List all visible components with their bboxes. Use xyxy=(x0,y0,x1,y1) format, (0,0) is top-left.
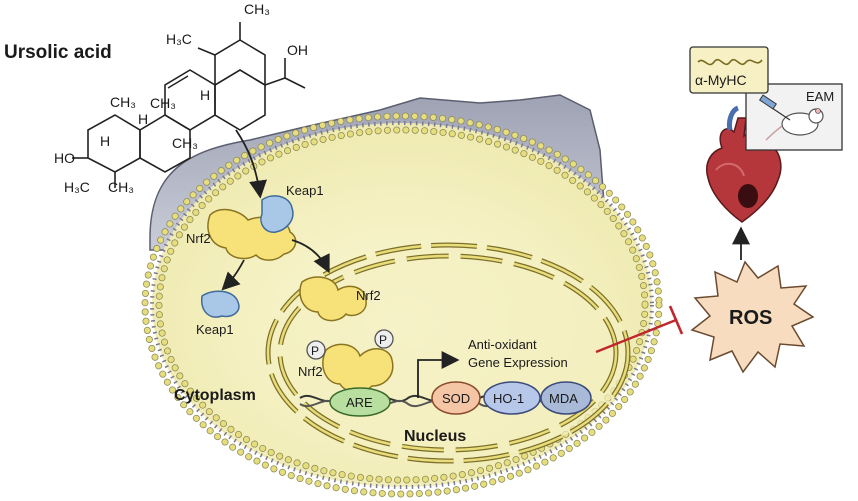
free-keap1-label: Keap1 xyxy=(196,322,234,337)
arrow-compound-to-complex xyxy=(235,129,267,199)
nuclear-nrf2-label: Nrf2 xyxy=(298,364,323,379)
atom-h-2: H xyxy=(138,111,148,127)
myhc-box xyxy=(689,46,769,94)
cytoplasm-label: Cytoplasm xyxy=(174,387,256,404)
keap1-bound-shape xyxy=(260,195,294,233)
expression-line-2: Gene Expression xyxy=(468,355,568,370)
phosphate-b-label: P xyxy=(379,333,387,347)
myhc-trace xyxy=(697,58,763,66)
atom-ch3-bottom: CH₃ xyxy=(108,179,134,195)
atom-ch3-a: CH₃ xyxy=(110,94,136,110)
phosphate-a xyxy=(306,340,326,360)
mda-label: MDA xyxy=(549,391,578,406)
nucleus-label: Nucleus xyxy=(404,428,466,445)
free-nrf2-label: Nrf2 xyxy=(356,288,381,303)
arrow-to-free-nrf2 xyxy=(291,239,330,274)
atom-h3c-top: H₃C xyxy=(166,31,192,47)
are-element xyxy=(329,387,391,417)
nrf2-bound-label: Nrf2 xyxy=(186,231,211,246)
phosphate-b xyxy=(374,329,394,349)
atom-ho: HO xyxy=(54,150,75,166)
atom-ch3-b: CH₃ xyxy=(150,95,176,111)
ho1-label: HO-1 xyxy=(493,391,524,406)
cell-membrane xyxy=(141,112,663,498)
ursolic-acid-atom-labels: H₃C CH₃ CH₃ CH₃ CH₃ H H H OH HO H₃C CH₃ xyxy=(54,1,308,195)
atom-ch3-c: CH₃ xyxy=(172,135,198,151)
atom-h3c-bottom: H₃C xyxy=(64,179,90,195)
arrow-to-free-keap1 xyxy=(221,259,245,291)
compound-name: Ursolic acid xyxy=(4,42,112,63)
keap1-bound-label: Keap1 xyxy=(286,183,324,198)
expression-line-1: Anti-oxidant xyxy=(468,337,537,352)
sod-label: SOD xyxy=(442,391,470,406)
atom-oh: OH xyxy=(287,42,308,58)
ho1-product xyxy=(483,381,541,415)
inhibition-line xyxy=(595,305,684,354)
mda-product xyxy=(540,381,592,415)
atom-ch3-top: CH₃ xyxy=(244,1,270,17)
sod-product xyxy=(431,381,481,415)
syringe-icon xyxy=(758,94,791,121)
transcription-arrow xyxy=(417,351,460,398)
free-keap1-shape xyxy=(201,290,240,318)
free-nrf2-shape xyxy=(299,276,367,322)
are-label: ARE xyxy=(346,395,373,410)
keap1-nrf2-complex xyxy=(207,195,297,261)
inset-panel xyxy=(689,46,843,151)
eam-label: EAM xyxy=(806,89,834,104)
atom-h-1: H xyxy=(200,87,210,103)
ros-label: ROS xyxy=(729,307,772,329)
phosphate-a-label: P xyxy=(311,344,319,358)
myhc-label: α-MyHC xyxy=(695,72,747,88)
ros-burst xyxy=(690,260,815,374)
nuclear-nrf2-shape xyxy=(322,343,394,393)
atom-h-3: H xyxy=(100,133,110,149)
ursolic-acid-structure xyxy=(72,22,306,188)
